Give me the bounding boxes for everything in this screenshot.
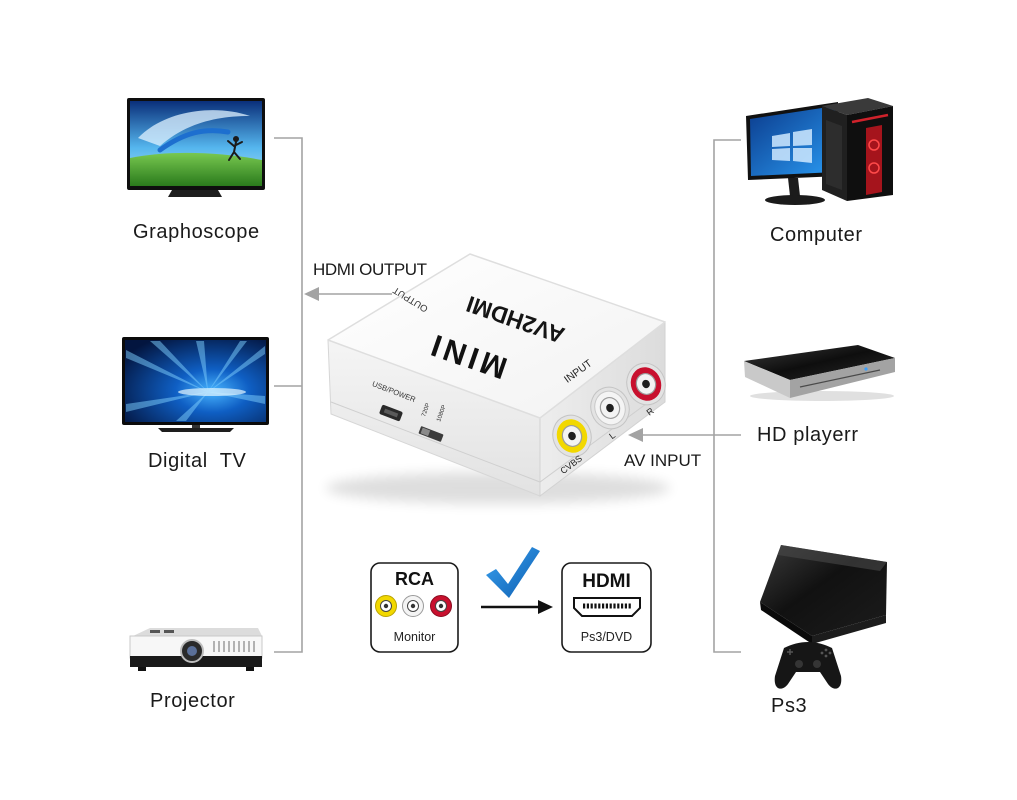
gamepad-icon	[774, 642, 842, 689]
rca-jack-yellow	[552, 414, 592, 458]
rca-card-title: RCA	[395, 569, 434, 589]
rca-jack-red	[626, 362, 666, 406]
output-label-projector: Projector	[150, 690, 236, 712]
hdmi-card-caption: Ps3/DVD	[581, 630, 632, 644]
converter-shadow	[326, 472, 670, 504]
projector-icon	[129, 628, 263, 671]
monitor-icon	[746, 102, 840, 205]
checkmark-icon	[486, 547, 540, 598]
game-console-icon	[760, 545, 887, 689]
av-input-arrow	[628, 428, 714, 442]
resolution-1080p-label: 1080P	[436, 404, 448, 422]
rca-plug-red-icon	[430, 595, 452, 617]
left-arrowhead-icon	[304, 287, 319, 301]
hdmi-output-label: HDMI OUTPUT	[313, 260, 427, 279]
hd-player-icon	[744, 345, 895, 401]
desktop-computer-icon	[746, 98, 893, 205]
jack-label-r: R	[645, 405, 657, 417]
hdmi-card: HDMI Ps3/DVD	[561, 562, 652, 653]
usb-power-port	[379, 404, 403, 422]
av2hdmi-converter: OUTPUT AV2HDMI MINI INPUT R L CVBS USB/P…	[326, 253, 670, 504]
pc-tower-icon	[822, 98, 893, 201]
resolution-switch	[418, 426, 444, 442]
hdmi-port-icon	[573, 597, 641, 617]
converter-top-face	[327, 253, 666, 419]
digital-tv-icon	[122, 337, 269, 432]
input-label-hd-player: HD playerr	[757, 424, 859, 446]
rca-card: RCA Monitor	[370, 562, 459, 653]
output-label-digital-tv: Digital TV	[148, 450, 247, 472]
input-label-ps3: Ps3	[771, 695, 808, 717]
flat-screen-tv-icon	[127, 98, 265, 197]
input-connector-lines	[713, 139, 741, 653]
right-arrow-icon	[481, 600, 553, 614]
left-arrowhead-icon	[628, 428, 643, 442]
output-connector-lines	[274, 137, 303, 653]
jack-label-l: L	[607, 430, 617, 441]
hdmi-output-arrow	[304, 287, 392, 301]
output-label-graphoscope: Graphoscope	[133, 221, 260, 243]
rca-plug-white-icon	[402, 595, 424, 617]
av-input-label: AV INPUT	[624, 451, 702, 470]
rca-jack-white	[590, 386, 630, 430]
resolution-720p-label: 720P	[421, 402, 431, 417]
input-label-computer: Computer	[770, 224, 863, 246]
rca-plug-yellow-icon	[375, 595, 397, 617]
rca-card-caption: Monitor	[394, 630, 436, 644]
hdmi-card-title: HDMI	[582, 571, 631, 592]
